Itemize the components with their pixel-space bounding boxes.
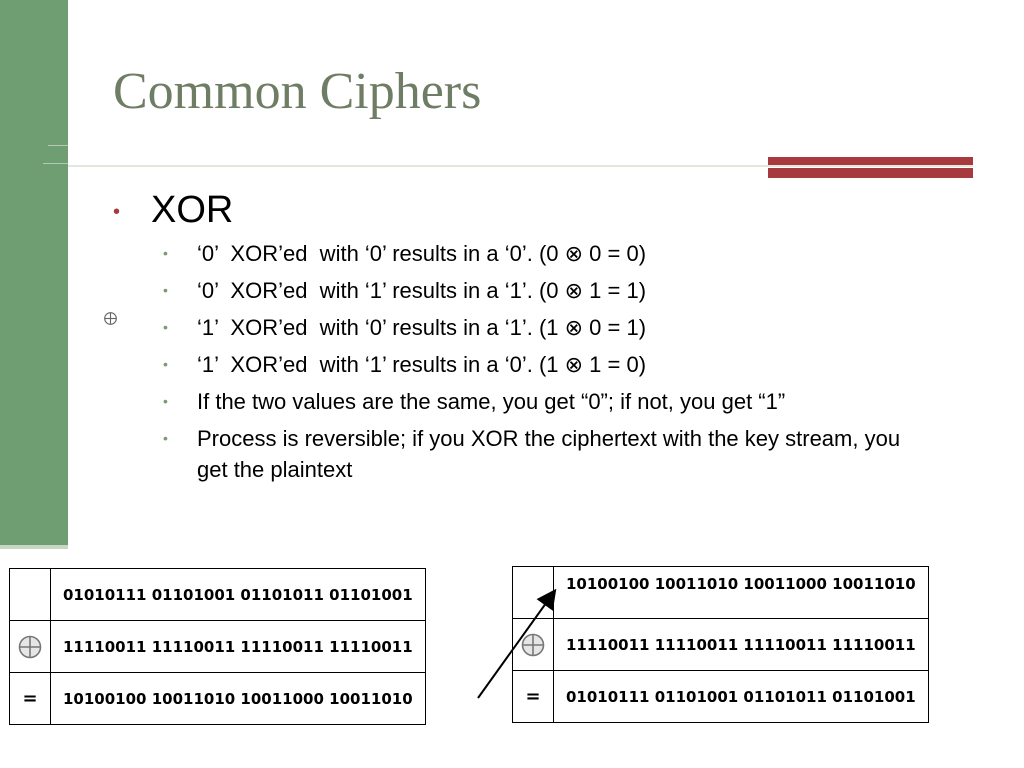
sub-bullet: • ‘0’ XOR’ed with ‘0’ results in a ‘0’. (… bbox=[163, 238, 923, 269]
table-row: 11110011 11110011 11110011 11110011 bbox=[512, 618, 929, 671]
bullet-dot-icon: • bbox=[163, 282, 168, 298]
value-cell: 01010111 01101001 01101011 01101001 bbox=[50, 568, 426, 621]
decor-tick bbox=[48, 145, 68, 146]
operator-cell: = bbox=[9, 672, 51, 725]
accent-bar bbox=[768, 157, 973, 165]
table-row: = 01010111 01101001 01101011 01101001 bbox=[512, 670, 929, 723]
title-divider bbox=[68, 165, 973, 167]
sub-bullet-text: If the two values are the same, you get … bbox=[197, 389, 786, 414]
sub-bullet-text: ‘0’ XOR’ed with ‘0’ results in a ‘0’. (0… bbox=[197, 241, 647, 266]
table-row: 11110011 11110011 11110011 11110011 bbox=[9, 620, 426, 673]
bullet-dot-icon: • bbox=[163, 245, 168, 261]
xor-table-left: 01010111 01101001 01101011 01101001 1111… bbox=[9, 568, 426, 725]
bullet-dot-icon: • bbox=[113, 200, 121, 223]
sub-bullet-text: ‘1’ XOR’ed with ‘1’ results in a ‘0’. (1… bbox=[197, 352, 647, 377]
sub-bullet-text: Process is reversible; if you XOR the ci… bbox=[197, 426, 907, 482]
operator-cell bbox=[9, 620, 51, 673]
bullet-dot-icon: • bbox=[163, 393, 168, 409]
table-row: 10100100 10011010 10011000 10011010 bbox=[512, 566, 929, 619]
accent-bars bbox=[768, 157, 973, 179]
bullet-dot-icon: • bbox=[163, 356, 168, 372]
sub-bullet: • ‘0’ XOR’ed with ‘1’ results in a ‘1’. (… bbox=[163, 275, 923, 306]
sub-bullet-text: ‘0’ XOR’ed with ‘1’ results in a ‘1’. (0… bbox=[197, 278, 647, 303]
table-row: = 10100100 10011010 10011000 10011010 bbox=[9, 672, 426, 725]
sub-bullet: • Process is reversible; if you XOR the c… bbox=[163, 423, 923, 485]
bullet-dot-icon: • bbox=[163, 430, 168, 446]
table-row: 01010111 01101001 01101011 01101001 bbox=[9, 568, 426, 621]
value-cell: 10100100 10011010 10011000 10011010 bbox=[50, 672, 426, 725]
xor-circle-icon bbox=[104, 312, 117, 325]
slide-title: Common Ciphers bbox=[113, 63, 482, 120]
xor-circle-icon bbox=[18, 635, 42, 658]
sub-bullet-text: ‘1’ XOR’ed with ‘0’ results in a ‘1’. (1… bbox=[197, 315, 647, 340]
bullet-dot-icon: • bbox=[163, 319, 168, 335]
decor-tick bbox=[43, 163, 68, 164]
accent-bar bbox=[768, 168, 973, 178]
xor-table-right: 10100100 10011010 10011000 10011010 1111… bbox=[512, 566, 929, 723]
sub-bullet-list: • ‘0’ XOR’ed with ‘0’ results in a ‘0’. (… bbox=[163, 238, 923, 491]
value-cell: 11110011 11110011 11110011 11110011 bbox=[50, 620, 426, 673]
main-bullet: • XOR bbox=[113, 188, 233, 234]
operator-cell: = bbox=[512, 670, 554, 723]
sidebar-band bbox=[0, 0, 68, 545]
value-cell: 01010111 01101001 01101011 01101001 bbox=[553, 670, 929, 723]
sub-bullet: • If the two values are the same, you get… bbox=[163, 386, 923, 417]
sub-bullet: • ‘1’ XOR’ed with ‘1’ results in a ‘0’. (… bbox=[163, 349, 923, 380]
main-bullet-text: XOR bbox=[151, 189, 234, 231]
xor-circle-icon bbox=[521, 633, 545, 656]
sidebar-shadow bbox=[0, 545, 68, 549]
operator-cell bbox=[9, 568, 51, 621]
value-cell: 10100100 10011010 10011000 10011010 bbox=[553, 566, 929, 619]
sub-bullet: • ‘1’ XOR’ed with ‘0’ results in a ‘1’. (… bbox=[163, 312, 923, 343]
connector-arrow bbox=[477, 588, 557, 699]
value-cell: 11110011 11110011 11110011 11110011 bbox=[553, 618, 929, 671]
